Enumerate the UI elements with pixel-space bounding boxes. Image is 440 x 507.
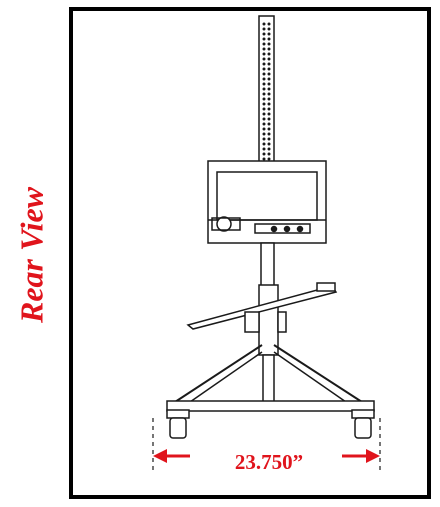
mast-hole [267, 47, 271, 51]
mast-hole [262, 137, 266, 141]
mast-hole [267, 32, 271, 36]
mast-hole [262, 142, 266, 146]
mast-hole [267, 77, 271, 81]
lower-mast [260, 242, 275, 288]
right-caster-mount [351, 409, 375, 419]
mast-hole [262, 52, 266, 56]
upper-mast [258, 15, 275, 164]
mast-hole [262, 112, 266, 116]
mast-hole [262, 127, 266, 131]
right-caster-wheel [354, 417, 372, 439]
mast-hole [267, 112, 271, 116]
control-bar [254, 223, 311, 234]
mast-hole [267, 87, 271, 91]
mast-hole [262, 92, 266, 96]
mast-hole [262, 32, 266, 36]
mast-hole [262, 97, 266, 101]
mast-hole [262, 67, 266, 71]
mast-hole [262, 37, 266, 41]
mast-hole [267, 107, 271, 111]
clamp [244, 311, 260, 333]
mast-hole [267, 122, 271, 126]
mast-hole [262, 57, 266, 61]
mast-hole [267, 132, 271, 136]
mast-hole [262, 22, 266, 26]
mast-hole [267, 137, 271, 141]
mast-hole [267, 147, 271, 151]
mast-hole [267, 52, 271, 56]
mast-hole [267, 127, 271, 131]
mast-hole [267, 92, 271, 96]
left-leg [174, 344, 263, 403]
tray-shelf [186, 285, 338, 330]
mast-hole [267, 42, 271, 46]
dimension-label: 23.750” [234, 450, 304, 474]
mast-hole [267, 67, 271, 71]
mast-hole [262, 122, 266, 126]
mast-hole [262, 42, 266, 46]
mast-hole [267, 142, 271, 146]
knob [216, 216, 232, 232]
mast-hole [262, 77, 266, 81]
mast-hole [267, 102, 271, 106]
right-leg [273, 344, 363, 403]
mast-hole [267, 82, 271, 86]
mast-hole [262, 62, 266, 66]
mast-hole [262, 147, 266, 151]
mast-hole [267, 157, 271, 161]
mast-hole [262, 27, 266, 31]
mast-hole [262, 107, 266, 111]
mast-hole [267, 62, 271, 66]
left-caster-wheel [169, 417, 187, 439]
mast-hole [262, 87, 266, 91]
mast-hole [267, 27, 271, 31]
mast-hole [262, 47, 266, 51]
mast-hole [267, 37, 271, 41]
mast-hole [267, 97, 271, 101]
mast-hole [267, 72, 271, 76]
base-bar [166, 400, 375, 412]
mast-hole [262, 72, 266, 76]
mast-hole [267, 57, 271, 61]
mast-hole [262, 132, 266, 136]
mast-collar [258, 284, 279, 356]
mast-hole [262, 117, 266, 121]
left-caster-mount [166, 409, 190, 419]
mast-hole [262, 157, 266, 161]
mast-hole [262, 102, 266, 106]
mast-hole [267, 152, 271, 156]
mast-hole [262, 152, 266, 156]
mast-hole [262, 82, 266, 86]
mast-hole [267, 22, 271, 26]
mast-hole [267, 117, 271, 121]
